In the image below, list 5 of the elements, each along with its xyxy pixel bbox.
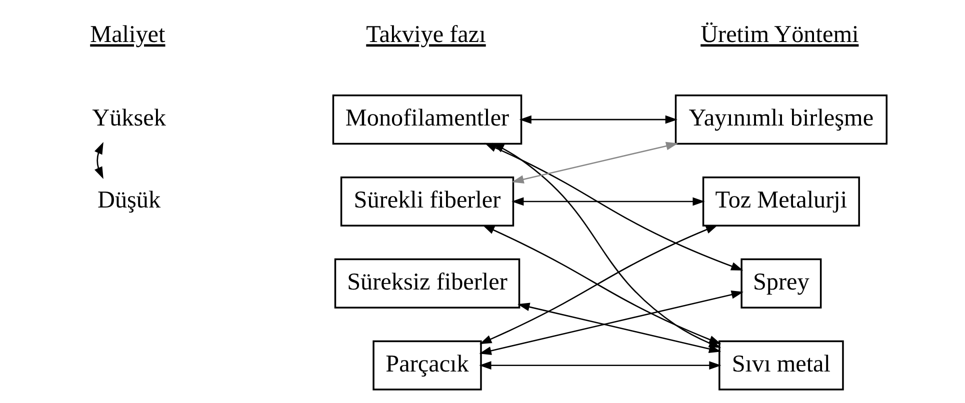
node-text: Yüksek: [92, 104, 166, 132]
label: Takviye fazı: [366, 21, 486, 48]
label: Üretim Yöntemi: [700, 21, 858, 48]
node-text: Düşük: [97, 186, 160, 214]
label: Maliyet: [90, 21, 165, 48]
